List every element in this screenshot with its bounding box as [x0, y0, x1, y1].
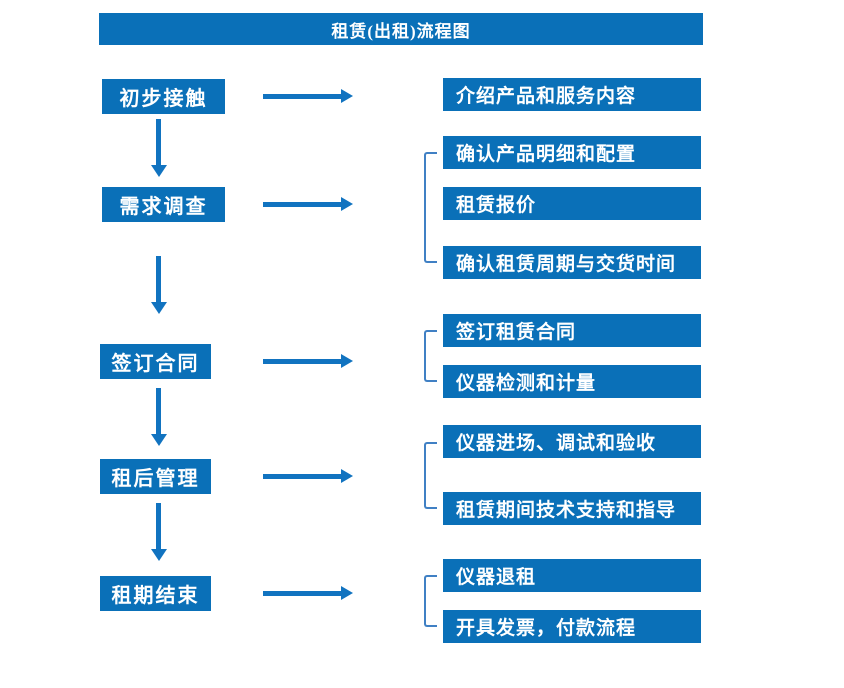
output-box-instrument-return: 仪器退租 — [443, 559, 701, 592]
output-box-confirm-rental-period: 确认租赁周期与交货时间 — [443, 246, 701, 279]
right-arrow — [263, 354, 353, 368]
down-arrow — [151, 388, 167, 446]
down-arrow — [151, 503, 167, 561]
down-arrow — [151, 119, 167, 177]
output-box-technical-support: 租赁期间技术支持和指导 — [443, 492, 701, 525]
step-box-sign-contract: 签订合同 — [100, 344, 211, 379]
page-title: 租赁(出租)流程图 — [99, 13, 703, 45]
step-box-rental-end: 租期结束 — [100, 576, 211, 611]
step-box-post-rental-management: 租后管理 — [100, 459, 211, 494]
step-box-initial-contact: 初步接触 — [102, 79, 225, 114]
right-arrow — [263, 89, 353, 103]
group-bracket — [424, 330, 437, 382]
right-arrow — [263, 197, 353, 211]
output-box-invoice-payment: 开具发票，付款流程 — [443, 610, 701, 643]
output-box-introduce-products: 介绍产品和服务内容 — [443, 78, 701, 111]
output-box-confirm-product-details: 确认产品明细和配置 — [443, 136, 701, 169]
output-box-sign-rental-contract: 签订租赁合同 — [443, 314, 701, 347]
group-bracket — [424, 442, 437, 509]
step-box-demand-survey: 需求调查 — [102, 187, 225, 222]
right-arrow — [263, 469, 353, 483]
output-box-instrument-testing: 仪器检测和计量 — [443, 365, 701, 398]
down-arrow — [151, 256, 167, 314]
output-box-rental-quote: 租赁报价 — [443, 187, 701, 220]
group-bracket — [424, 575, 437, 627]
right-arrow — [263, 586, 353, 600]
output-box-instrument-entry-debug: 仪器进场、调试和验收 — [443, 425, 701, 458]
group-bracket — [424, 152, 437, 263]
